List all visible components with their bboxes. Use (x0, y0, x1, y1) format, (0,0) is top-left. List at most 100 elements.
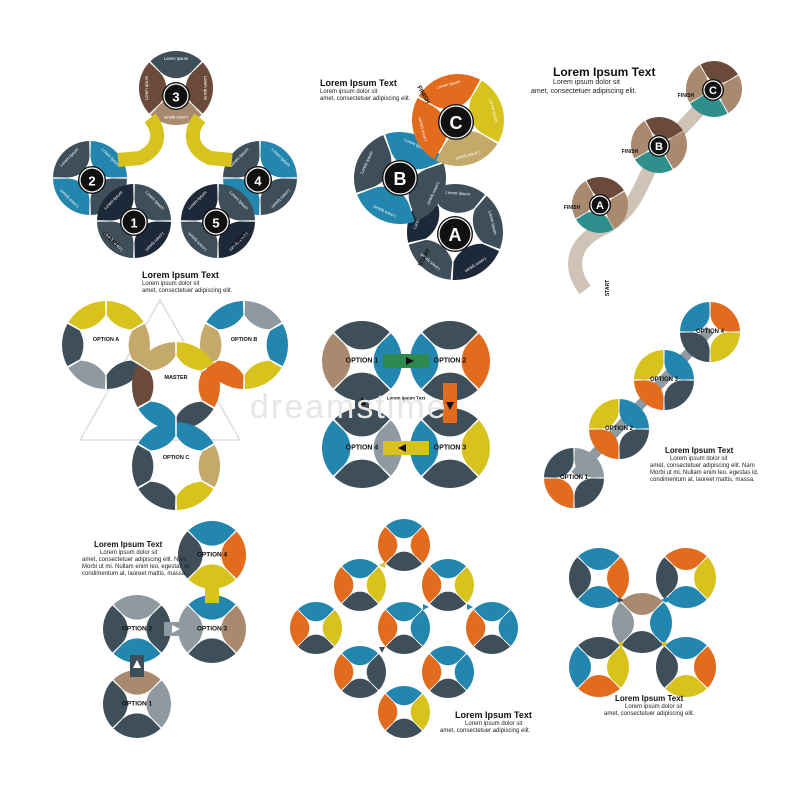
ring (631, 116, 687, 173)
badge (244, 166, 272, 194)
play-arrow-icon (618, 642, 624, 648)
option-4-label: OPTION 4 (346, 445, 379, 452)
ring-segment (334, 459, 390, 488)
ring-segment (62, 323, 84, 367)
option-b-label: OPTION B (231, 337, 258, 343)
ring-segment (386, 519, 422, 539)
ring (103, 670, 171, 738)
ring-segment (357, 186, 415, 224)
caption-6-line-2: amet, consectetuer adipiscing elit. Nam (650, 463, 755, 469)
ring-segment (342, 559, 378, 579)
badge-label: C (709, 85, 717, 97)
badge-ring (245, 167, 271, 193)
play-arrow-icon (133, 660, 141, 668)
ring (103, 595, 171, 663)
ring-segment (150, 97, 202, 126)
master-label: MASTER (164, 375, 187, 381)
ring-segment (469, 80, 505, 143)
ring-segment (176, 422, 214, 451)
ring-segment (68, 360, 106, 389)
option-3-label: OPTION 3 (197, 626, 228, 633)
ring-segment (572, 181, 594, 219)
badge-label: C (450, 113, 463, 133)
ring-segment (408, 163, 446, 221)
option-c-label: OPTION C (163, 455, 190, 461)
finish-label: FINISH (622, 149, 639, 155)
option-1-label: OPTION 1 (122, 701, 153, 708)
play-arrow-icon (379, 562, 385, 568)
badge-ring (649, 136, 669, 156)
play-arrow-icon (446, 402, 454, 410)
connector (185, 113, 233, 167)
ring-segment (569, 646, 591, 688)
ring-segment (664, 380, 694, 410)
ring (572, 176, 628, 234)
ring-segment (634, 350, 664, 380)
ring-segment (422, 321, 478, 350)
option-2-label: OPTION 2 (434, 358, 467, 365)
badge (162, 82, 190, 110)
play-arrow-icon (172, 410, 180, 418)
snake-path (568, 76, 727, 295)
badge-label: B (655, 141, 663, 153)
ring-segment (150, 51, 202, 79)
ring-segment (103, 680, 128, 728)
badge-label: 1 (130, 216, 137, 231)
play-arrow-icon (172, 625, 180, 633)
ring-segment (574, 448, 604, 478)
ring-segment (589, 429, 619, 459)
ring-segment (576, 211, 614, 234)
ring-segment (366, 654, 386, 690)
ring-segment (334, 567, 354, 603)
ring (680, 302, 740, 362)
badge (120, 208, 148, 236)
badge-ring (79, 167, 105, 193)
ring-segment (138, 481, 176, 510)
ring (132, 342, 220, 430)
caption-1-line-1: Lorem ipsum dolor sit (142, 281, 200, 287)
caption-3-heading: Lorem Ipsum Text (553, 65, 656, 79)
ring-segment (665, 131, 687, 169)
ring-segment (665, 586, 707, 608)
finish-label: FINISH (678, 93, 695, 99)
option-3-label: OPTION 3 (434, 445, 467, 452)
ring-segment (645, 116, 683, 139)
ring-segment (607, 646, 629, 688)
ring-segment (260, 141, 297, 178)
ring-segment (410, 610, 430, 646)
ring (422, 559, 474, 611)
badge (702, 79, 724, 101)
caption-2-line-2: amet, consectetuer adipiscing elit. (320, 96, 411, 102)
ring (334, 559, 386, 611)
caption-9-heading: Lorem Ipsum Text (615, 694, 684, 703)
ring-segment (206, 301, 244, 330)
caption-8-heading: Lorem Ipsum Text (455, 710, 532, 720)
segment-label: Lorem Ipsum (417, 117, 428, 142)
segment-label: Lorem Ipsum (164, 56, 189, 61)
ring-segment (544, 448, 574, 478)
ring-segment (198, 364, 220, 408)
ring (569, 637, 629, 697)
option-1-label: OPTION 1 (560, 475, 589, 481)
ring-segment (132, 444, 154, 488)
play-arrow-icon (618, 597, 624, 603)
play-arrow-icon (379, 647, 385, 653)
ring-segment (138, 342, 176, 371)
badge-ring (439, 105, 473, 139)
ring-segment (146, 605, 171, 653)
ring-segment (694, 646, 716, 688)
ring-segment (113, 713, 161, 738)
ring (132, 422, 220, 510)
ring-segment (607, 557, 629, 599)
segment-label: Lorem Ipsum (487, 210, 498, 235)
ring (612, 593, 672, 653)
play-arrow-icon (398, 444, 406, 452)
badge-label: A (449, 225, 462, 245)
badge-label: B (394, 169, 407, 189)
ring-segment (378, 610, 398, 646)
center-label: Lorem Ipsum Text (387, 396, 426, 401)
ring (656, 548, 716, 608)
option-1-label: OPTION 1 (346, 358, 379, 365)
ring-segment (188, 564, 236, 589)
